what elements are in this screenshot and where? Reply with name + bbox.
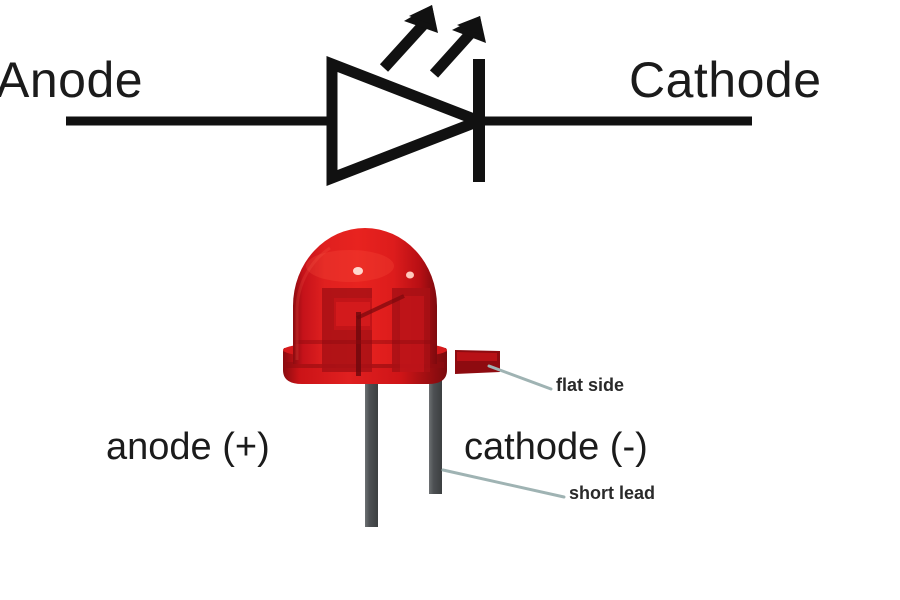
led-anvil-stem-icon [356, 312, 361, 376]
led-internal-band-icon [293, 340, 437, 344]
schematic-anode-label: Anode [0, 52, 144, 108]
led-internals-group [293, 288, 437, 376]
led-cathode-label: cathode (-) [464, 426, 648, 468]
light-emission-arrow-2-icon [429, 16, 486, 78]
led-post-inner-icon [400, 296, 424, 372]
dome-sheen-icon [306, 250, 394, 282]
short-lead-callout-label: short lead [569, 483, 656, 503]
cathode-lead-icon [429, 355, 442, 494]
anode-lead-icon [365, 355, 378, 527]
flat-side-leader-line-icon [487, 364, 553, 391]
schematic-cathode-label: Cathode [629, 52, 822, 108]
led-bond-wire-icon [356, 294, 405, 320]
dome-rim-light-icon [295, 246, 331, 360]
flat-side-notch-highlight-icon [457, 352, 497, 361]
led-schematic-symbol [66, 5, 752, 187]
led-cup-bevel-icon [336, 302, 370, 326]
dome-highlight-dot-1-icon [353, 267, 363, 275]
diode-triangle-icon [326, 55, 495, 187]
dome-highlight-dot-2-icon [406, 271, 414, 279]
light-emission-arrow-1-icon [379, 5, 438, 72]
led-anode-label: anode (+) [106, 426, 270, 468]
short-lead-leader-line-icon [441, 468, 566, 499]
flat-side-callout-label: flat side [556, 375, 625, 395]
